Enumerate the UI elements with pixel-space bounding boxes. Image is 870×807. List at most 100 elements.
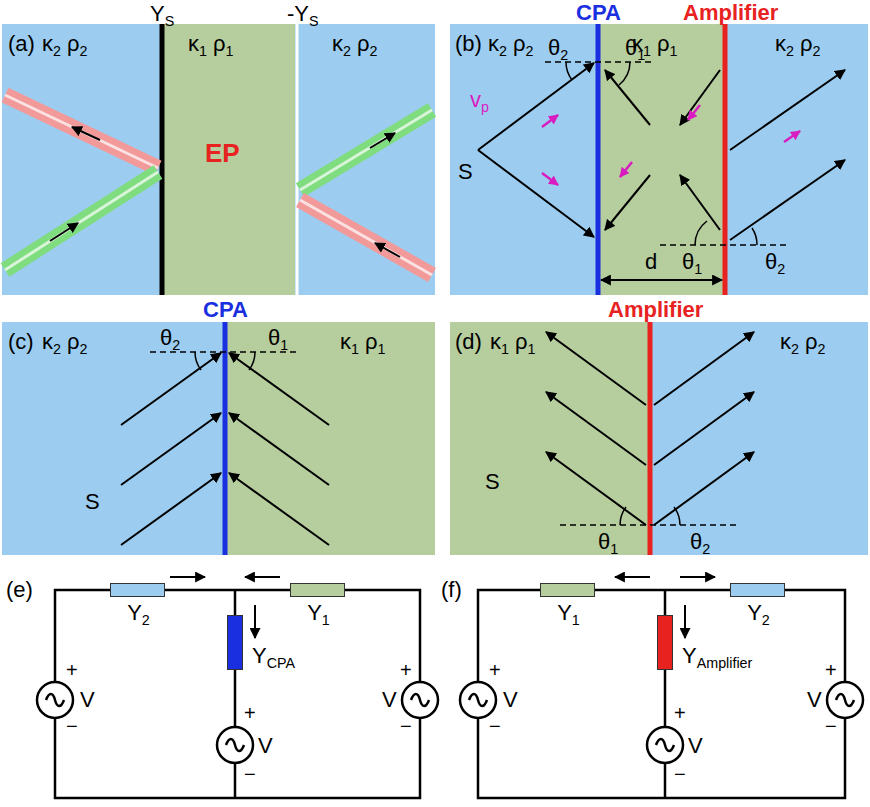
- symbol: ρ: [805, 329, 818, 354]
- symbol: κ: [340, 329, 351, 354]
- admittance-box: Y2: [730, 583, 785, 597]
- subscript: p: [481, 99, 489, 115]
- text-run: V: [807, 687, 822, 712]
- source-label: V: [258, 734, 273, 757]
- subscript: 2: [53, 43, 61, 59]
- admittance-label: Y1: [557, 601, 580, 624]
- subscript: 1: [670, 43, 678, 59]
- poynting-label: S: [485, 470, 500, 493]
- symbol: ρ: [657, 31, 670, 56]
- text-run: +: [825, 659, 837, 681]
- subscript: 1: [528, 341, 536, 357]
- source-label: V: [688, 734, 703, 757]
- source-label: V: [382, 688, 397, 711]
- subscript: Amplifier: [697, 655, 753, 671]
- text-run: [61, 329, 67, 354]
- symbol: ρ: [67, 329, 80, 354]
- subscript: 2: [818, 341, 826, 357]
- polarity-sign: −: [489, 716, 501, 737]
- subscript: 2: [80, 341, 88, 357]
- text-run: −: [674, 763, 686, 785]
- symbol: ρ: [513, 31, 526, 56]
- subscript: 2: [813, 43, 821, 59]
- symbol: ρ: [213, 31, 226, 56]
- panel-d: [450, 322, 868, 555]
- polarity-sign: +: [825, 660, 837, 681]
- text-run: [61, 31, 67, 56]
- distance-label: d: [645, 250, 657, 273]
- subscript: 2: [53, 341, 61, 357]
- symbol: ρ: [800, 31, 813, 56]
- subscript: 2: [499, 43, 507, 59]
- text-run: −: [489, 715, 501, 737]
- angle-label: θ2: [765, 250, 785, 273]
- symbol: θ: [625, 35, 637, 60]
- medium-params: κ1 ρ1: [490, 330, 536, 353]
- text-run: (a): [8, 31, 35, 56]
- source-label: V: [503, 688, 518, 711]
- polarity-sign: +: [674, 703, 686, 724]
- text-run: V: [503, 687, 518, 712]
- symbol: θ: [690, 529, 702, 554]
- admittance-label: Y1: [307, 601, 330, 624]
- panel-c: [2, 322, 435, 555]
- admittance-label: YCPA: [252, 644, 295, 667]
- source-label: V: [80, 688, 95, 711]
- subscript: 2: [80, 43, 88, 59]
- subscript: 1: [280, 337, 288, 353]
- symbol: θ: [548, 35, 560, 60]
- symbol: θ: [765, 249, 777, 274]
- symbol: v: [470, 87, 481, 112]
- text-run: [509, 329, 515, 354]
- admittance-label: YS: [150, 2, 174, 25]
- symbol: θ: [268, 325, 280, 350]
- symbol: κ: [780, 329, 791, 354]
- text-run: [359, 329, 365, 354]
- source-label: V: [807, 688, 822, 711]
- admittance-box: Y1: [290, 583, 345, 597]
- panel-letter: (f): [441, 578, 462, 601]
- text-run: Amplifier: [683, 0, 778, 25]
- polarity-sign: +: [244, 703, 256, 724]
- circuit-f: [460, 577, 863, 798]
- subscript: 2: [343, 43, 351, 59]
- subscript: S: [165, 13, 175, 29]
- text-run: CPA: [576, 0, 621, 25]
- subscript: 1: [501, 341, 509, 357]
- text-run: S: [485, 469, 500, 494]
- subscript: 1: [694, 261, 702, 277]
- text-run: −: [400, 715, 412, 737]
- subscript: 1: [322, 612, 330, 628]
- text-run: d: [645, 249, 657, 274]
- text-run: S: [458, 159, 473, 184]
- subscript: 1: [378, 341, 386, 357]
- angle-label: θ1: [268, 326, 288, 349]
- symbol: κ: [188, 31, 199, 56]
- angle-label: θ2: [160, 326, 180, 349]
- symbol: Y: [682, 643, 697, 668]
- symbol: θ: [160, 325, 172, 350]
- medium-params: κ1 ρ1: [188, 32, 234, 55]
- subscript: 1: [610, 541, 618, 557]
- subscript: 2: [526, 43, 534, 59]
- subscript: 1: [351, 341, 359, 357]
- text-run: +: [489, 659, 501, 681]
- text-run: +: [674, 702, 686, 724]
- text-run: [507, 31, 513, 56]
- admittance-box: YAmplifier: [657, 615, 673, 670]
- angle-label: θ1: [682, 250, 702, 273]
- panel-letter: (d): [455, 330, 482, 353]
- poynting-label: S: [458, 160, 473, 183]
- admittance-box: Y2: [110, 583, 165, 597]
- symbol: ρ: [515, 329, 528, 354]
- subscript: 2: [560, 47, 568, 63]
- subscript: 2: [370, 43, 378, 59]
- panel-b: [450, 24, 868, 295]
- polarity-sign: −: [400, 716, 412, 737]
- medium-params: κ2 ρ2: [775, 32, 821, 55]
- text-run: +: [400, 659, 412, 681]
- polarity-sign: −: [825, 716, 837, 737]
- polarity-sign: +: [489, 660, 501, 681]
- admittance-label: Y2: [127, 601, 150, 624]
